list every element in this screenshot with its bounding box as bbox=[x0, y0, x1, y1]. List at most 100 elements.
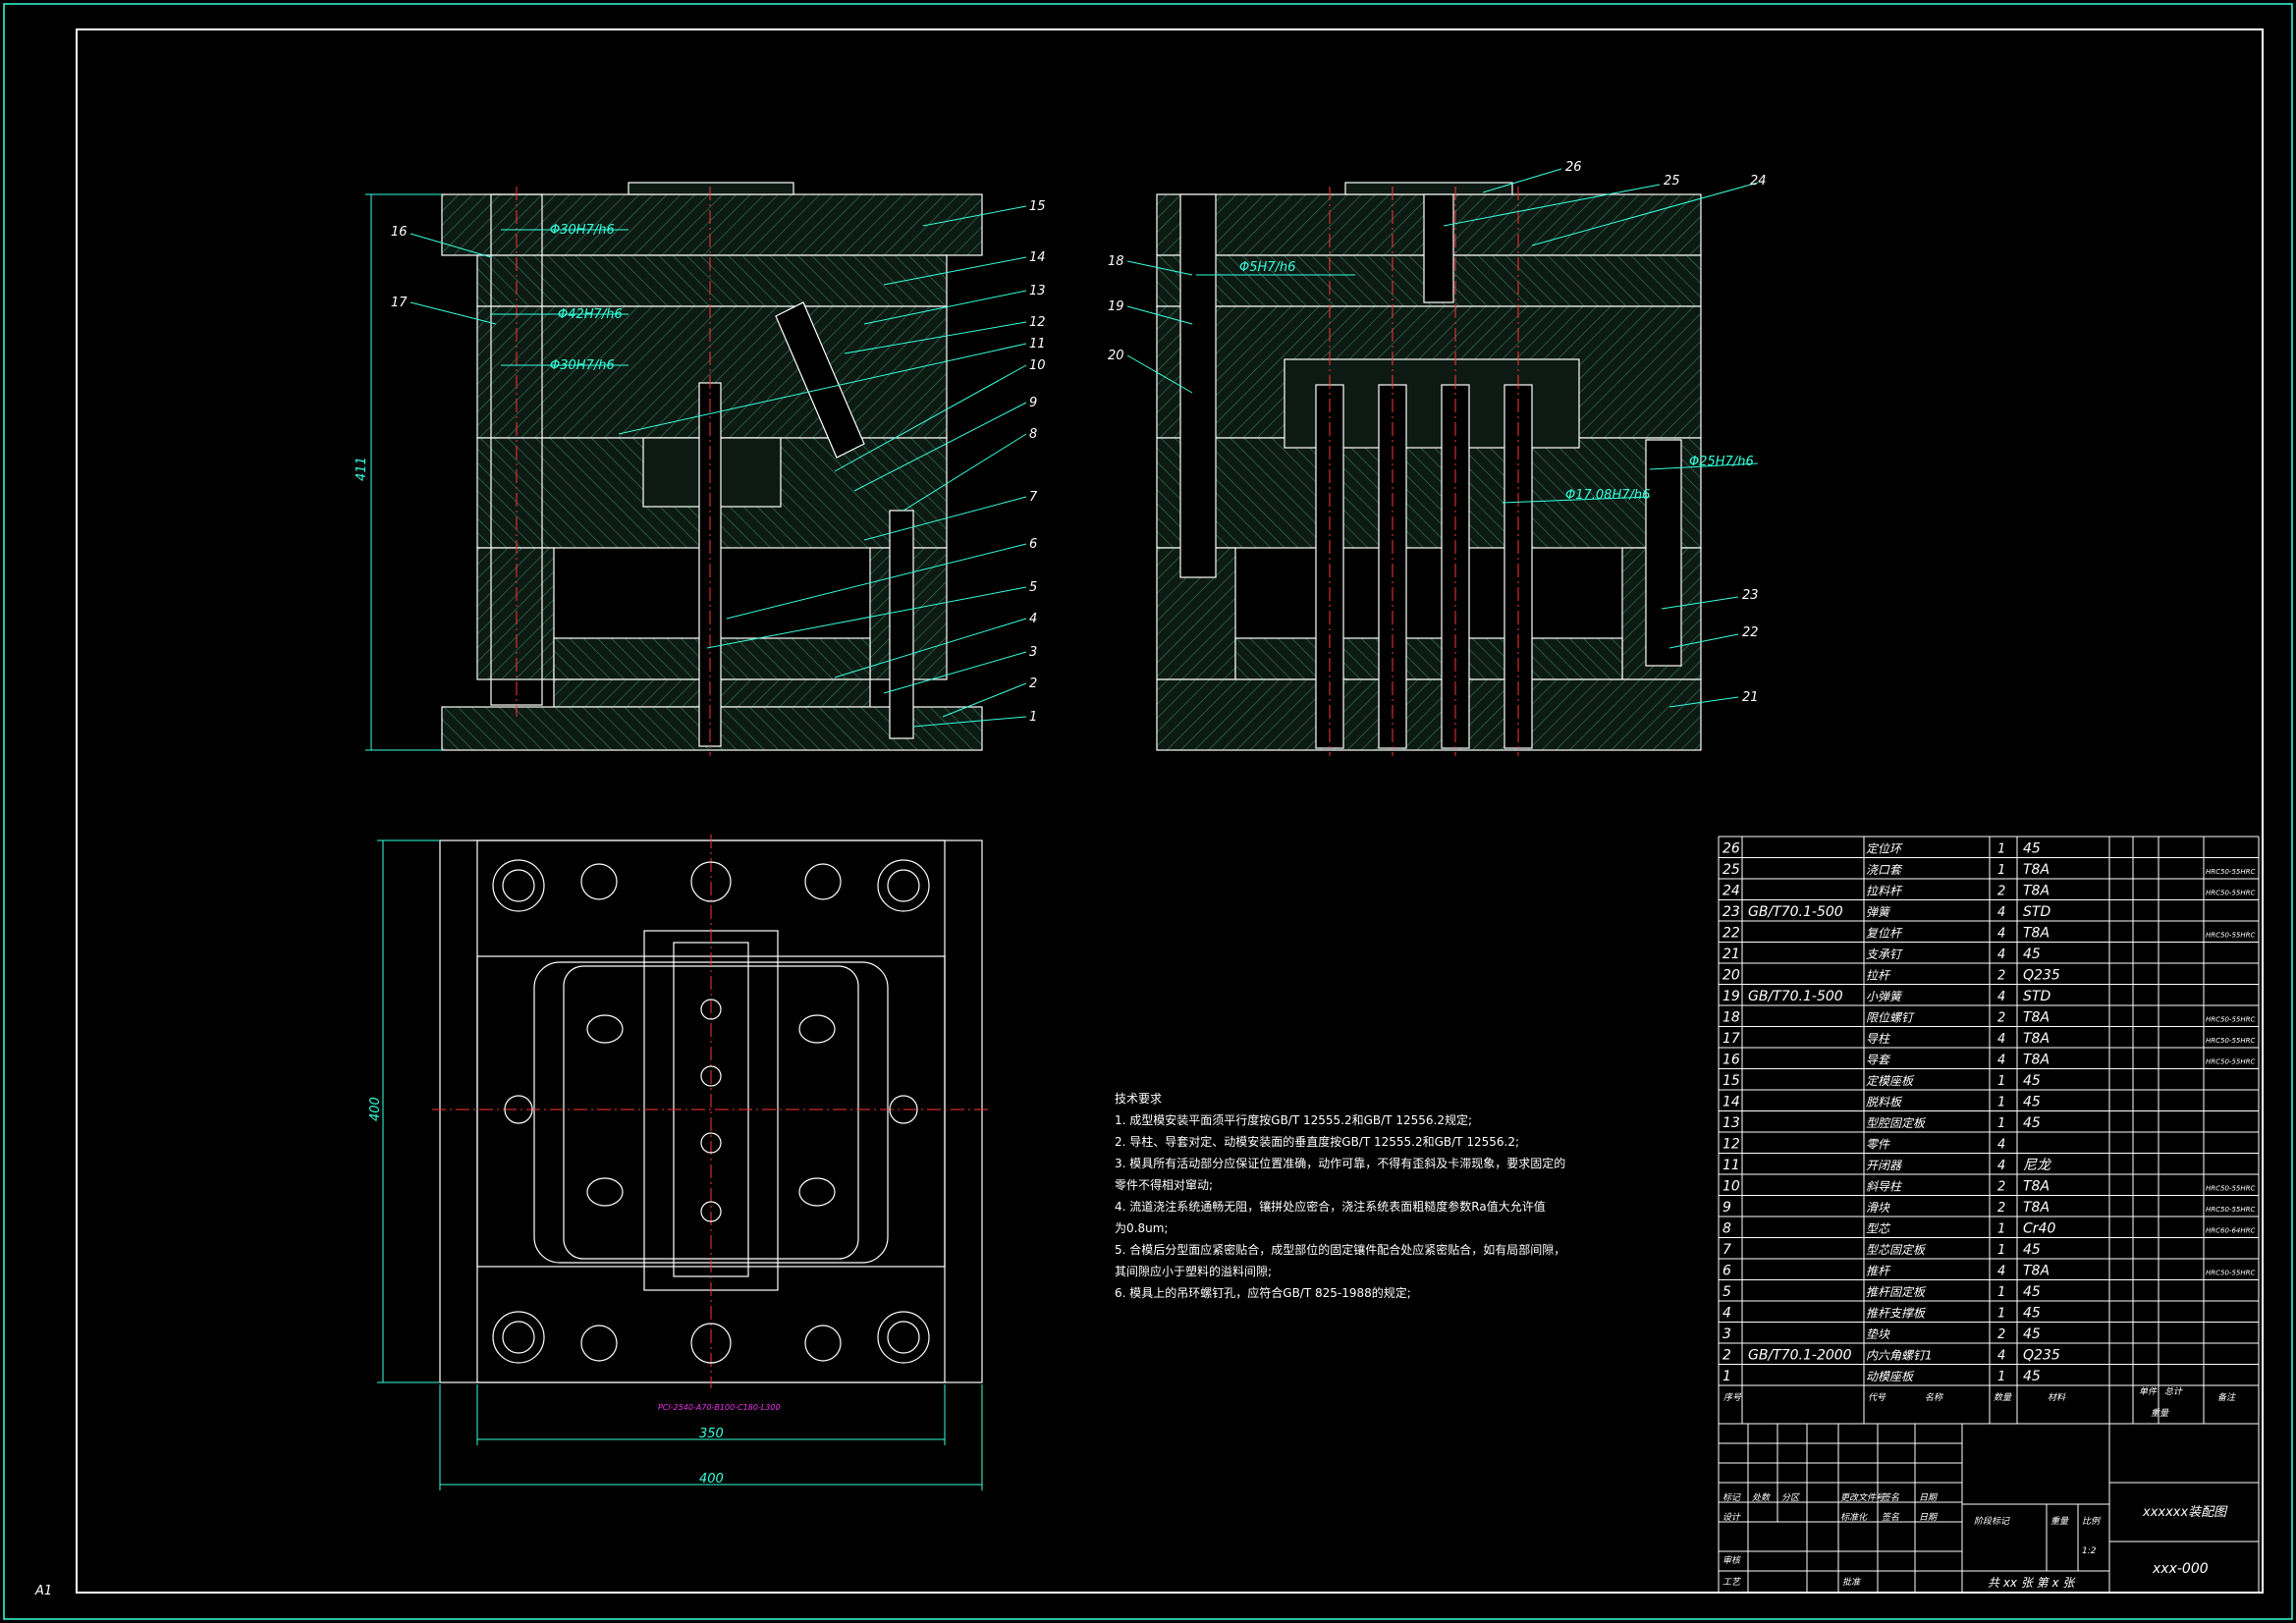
tb-std: 标准化 bbox=[1840, 1512, 1868, 1523]
bom-row-25-qty: 1 bbox=[1997, 863, 2005, 878]
left-centerlines bbox=[516, 187, 711, 756]
callout-12: 12 bbox=[1029, 315, 1046, 330]
bom-row-25-name: 浇口套 bbox=[1866, 863, 1903, 877]
note-3: 3. 模具所有活动部分应保证位置准确，动作可靠，不得有歪斜及卡滞现象，要求固定的 bbox=[1115, 1157, 1566, 1170]
right-callout-numbers: 26 25 24 23 22 21 18 19 20 bbox=[1108, 160, 1767, 705]
left-callout-leaders bbox=[410, 205, 1027, 728]
dim-phi5: Φ5H7/h6 bbox=[1239, 260, 1295, 275]
dim-phi42: Φ42H7/h6 bbox=[558, 307, 623, 322]
bom-row-18-remark: HRC50-55HRC bbox=[2206, 1016, 2255, 1024]
callout-15: 15 bbox=[1029, 199, 1046, 214]
bom-row-6-name: 推杆 bbox=[1866, 1265, 1891, 1278]
bom-row-14-mat: 45 bbox=[2023, 1095, 2041, 1110]
callout-5: 5 bbox=[1029, 580, 1037, 595]
bom-row-6-mat: T8A bbox=[2023, 1264, 2050, 1279]
bom-row-4-name: 推杆支撑板 bbox=[1866, 1307, 1927, 1321]
bom-row-5-qty: 1 bbox=[1997, 1285, 2005, 1300]
bom-row-7-qty: 1 bbox=[1997, 1243, 2005, 1258]
drawing-title: xxxxxx装配图 bbox=[2142, 1505, 2228, 1520]
tb-stage: 阶段标记 bbox=[1974, 1516, 2010, 1527]
bom-h-weight: 重量 bbox=[2151, 1408, 2169, 1419]
tb-zone: 分区 bbox=[1781, 1492, 1801, 1503]
right-callout-leaders bbox=[1126, 168, 1759, 708]
bom-row-3-name: 垫块 bbox=[1866, 1327, 1890, 1341]
tb-sign2: 签名 bbox=[1882, 1512, 1900, 1523]
note-3b: 零件不得相对窜动; bbox=[1115, 1178, 1214, 1192]
bom-row-20-name: 拉杆 bbox=[1866, 969, 1891, 983]
callout-11: 11 bbox=[1029, 337, 1046, 352]
bom-row-18-mat: T8A bbox=[2023, 1010, 2050, 1026]
callout-10: 10 bbox=[1029, 358, 1046, 373]
plan-caption: PCI-2540-A70-B100-C180-L300 bbox=[658, 1403, 781, 1412]
bom-row-23-qty: 4 bbox=[1997, 905, 2005, 920]
callout-17: 17 bbox=[391, 296, 408, 310]
bom-header: 序号 代号 名称 数量 材料 单件 总计 重量 备注 bbox=[1723, 1386, 2236, 1419]
tb-mark: 标记 bbox=[1722, 1492, 1741, 1503]
note-5b: 其间隙应小于塑料的溢料间隙; bbox=[1115, 1265, 1273, 1278]
bom-row-13-qty: 1 bbox=[1997, 1116, 2005, 1131]
bom-row-8-qty: 1 bbox=[1997, 1222, 2005, 1237]
bom-row-11-qty: 4 bbox=[1997, 1159, 2005, 1173]
bom-row-1-mat: 45 bbox=[2023, 1369, 2041, 1384]
bom-row-4-mat: 45 bbox=[2023, 1306, 2041, 1322]
bom-row-22-qty: 4 bbox=[1997, 927, 2005, 942]
bom-row-22-mat: T8A bbox=[2023, 926, 2050, 942]
bom-h-mat: 材料 bbox=[2048, 1392, 2066, 1403]
bom-row-7-mat: 45 bbox=[2023, 1242, 2041, 1258]
tb-approve: 批准 bbox=[1842, 1577, 1861, 1588]
bom-row-1-name: 动模座板 bbox=[1866, 1370, 1915, 1383]
bom-row-4-no: 4 bbox=[1722, 1306, 1731, 1322]
bom-row-19-no: 19 bbox=[1722, 989, 1740, 1004]
bom-row-21-mat: 45 bbox=[2023, 947, 2041, 962]
bom-row-10-name: 斜导柱 bbox=[1866, 1180, 1903, 1194]
tb-design: 设计 bbox=[1722, 1512, 1741, 1523]
tb-review: 审核 bbox=[1722, 1555, 1742, 1566]
bom-row-11-name: 开闭器 bbox=[1866, 1159, 1902, 1172]
plan-holes bbox=[492, 859, 930, 1364]
dim-phi30-mid: Φ30H7/h6 bbox=[550, 358, 615, 373]
tb-date2: 日期 bbox=[1919, 1512, 1939, 1523]
callout-23: 23 bbox=[1742, 588, 1759, 603]
tb-scale-label: 比例 bbox=[2082, 1516, 2102, 1527]
plan-dimension-lines bbox=[377, 839, 983, 1490]
bom-h-unit: 单件 bbox=[2139, 1386, 2158, 1397]
bom-row-2-mat: Q235 bbox=[2023, 1348, 2060, 1364]
bom-row-26-no: 26 bbox=[1722, 841, 1740, 857]
bom-row-20-no: 20 bbox=[1722, 968, 1740, 984]
bom-row-18-no: 18 bbox=[1722, 1010, 1740, 1026]
note-4b: 为0.8um; bbox=[1115, 1221, 1169, 1235]
bom-row-12-no: 12 bbox=[1722, 1137, 1740, 1153]
tb-weight: 重量 bbox=[2050, 1516, 2069, 1527]
bom-row-4-qty: 1 bbox=[1997, 1307, 2005, 1322]
bom-row-18-qty: 2 bbox=[1997, 1011, 2005, 1026]
bom-row-25-remark: HRC50-55HRC bbox=[2206, 868, 2255, 876]
dim-plan-height: 400 bbox=[368, 1097, 383, 1121]
bom-row-17-name: 导柱 bbox=[1866, 1032, 1891, 1046]
bom-row-8-remark: HRC60-64HRC bbox=[2206, 1227, 2255, 1235]
dim-plan-inner-width: 350 bbox=[699, 1427, 724, 1441]
bom-row-21-no: 21 bbox=[1722, 947, 1740, 962]
right-section-view bbox=[1156, 182, 1702, 751]
notes-title: 技术要求 bbox=[1115, 1092, 1163, 1106]
callout-20: 20 bbox=[1108, 349, 1124, 363]
bom-row-26-name: 定位环 bbox=[1866, 842, 1903, 856]
bom-row-10-no: 10 bbox=[1722, 1179, 1740, 1195]
bom-h-qty: 数量 bbox=[1994, 1392, 2012, 1403]
bom-row-9-qty: 2 bbox=[1997, 1201, 2005, 1216]
bom-row-23-code: GB/T70.1-500 bbox=[1748, 904, 1843, 920]
bom-row-10-mat: T8A bbox=[2023, 1179, 2050, 1195]
bom-row-22-remark: HRC50-55HRC bbox=[2206, 932, 2255, 940]
callout-19: 19 bbox=[1108, 299, 1124, 314]
bom-row-15-mat: 45 bbox=[2023, 1073, 2041, 1089]
bom-row-14-qty: 1 bbox=[1997, 1096, 2005, 1110]
bom-h-no: 序号 bbox=[1723, 1392, 1742, 1403]
bom-row-22-no: 22 bbox=[1722, 926, 1740, 942]
bom-row-23-mat: STD bbox=[2023, 904, 2050, 920]
bom-row-13-mat: 45 bbox=[2023, 1115, 2041, 1131]
bom-row-9-no: 9 bbox=[1722, 1200, 1731, 1216]
bom-row-20-qty: 2 bbox=[1997, 969, 2005, 984]
bom-row-3-mat: 45 bbox=[2023, 1326, 2041, 1342]
title-block bbox=[1718, 1423, 2260, 1594]
bom-row-16-name: 导套 bbox=[1866, 1054, 1891, 1067]
